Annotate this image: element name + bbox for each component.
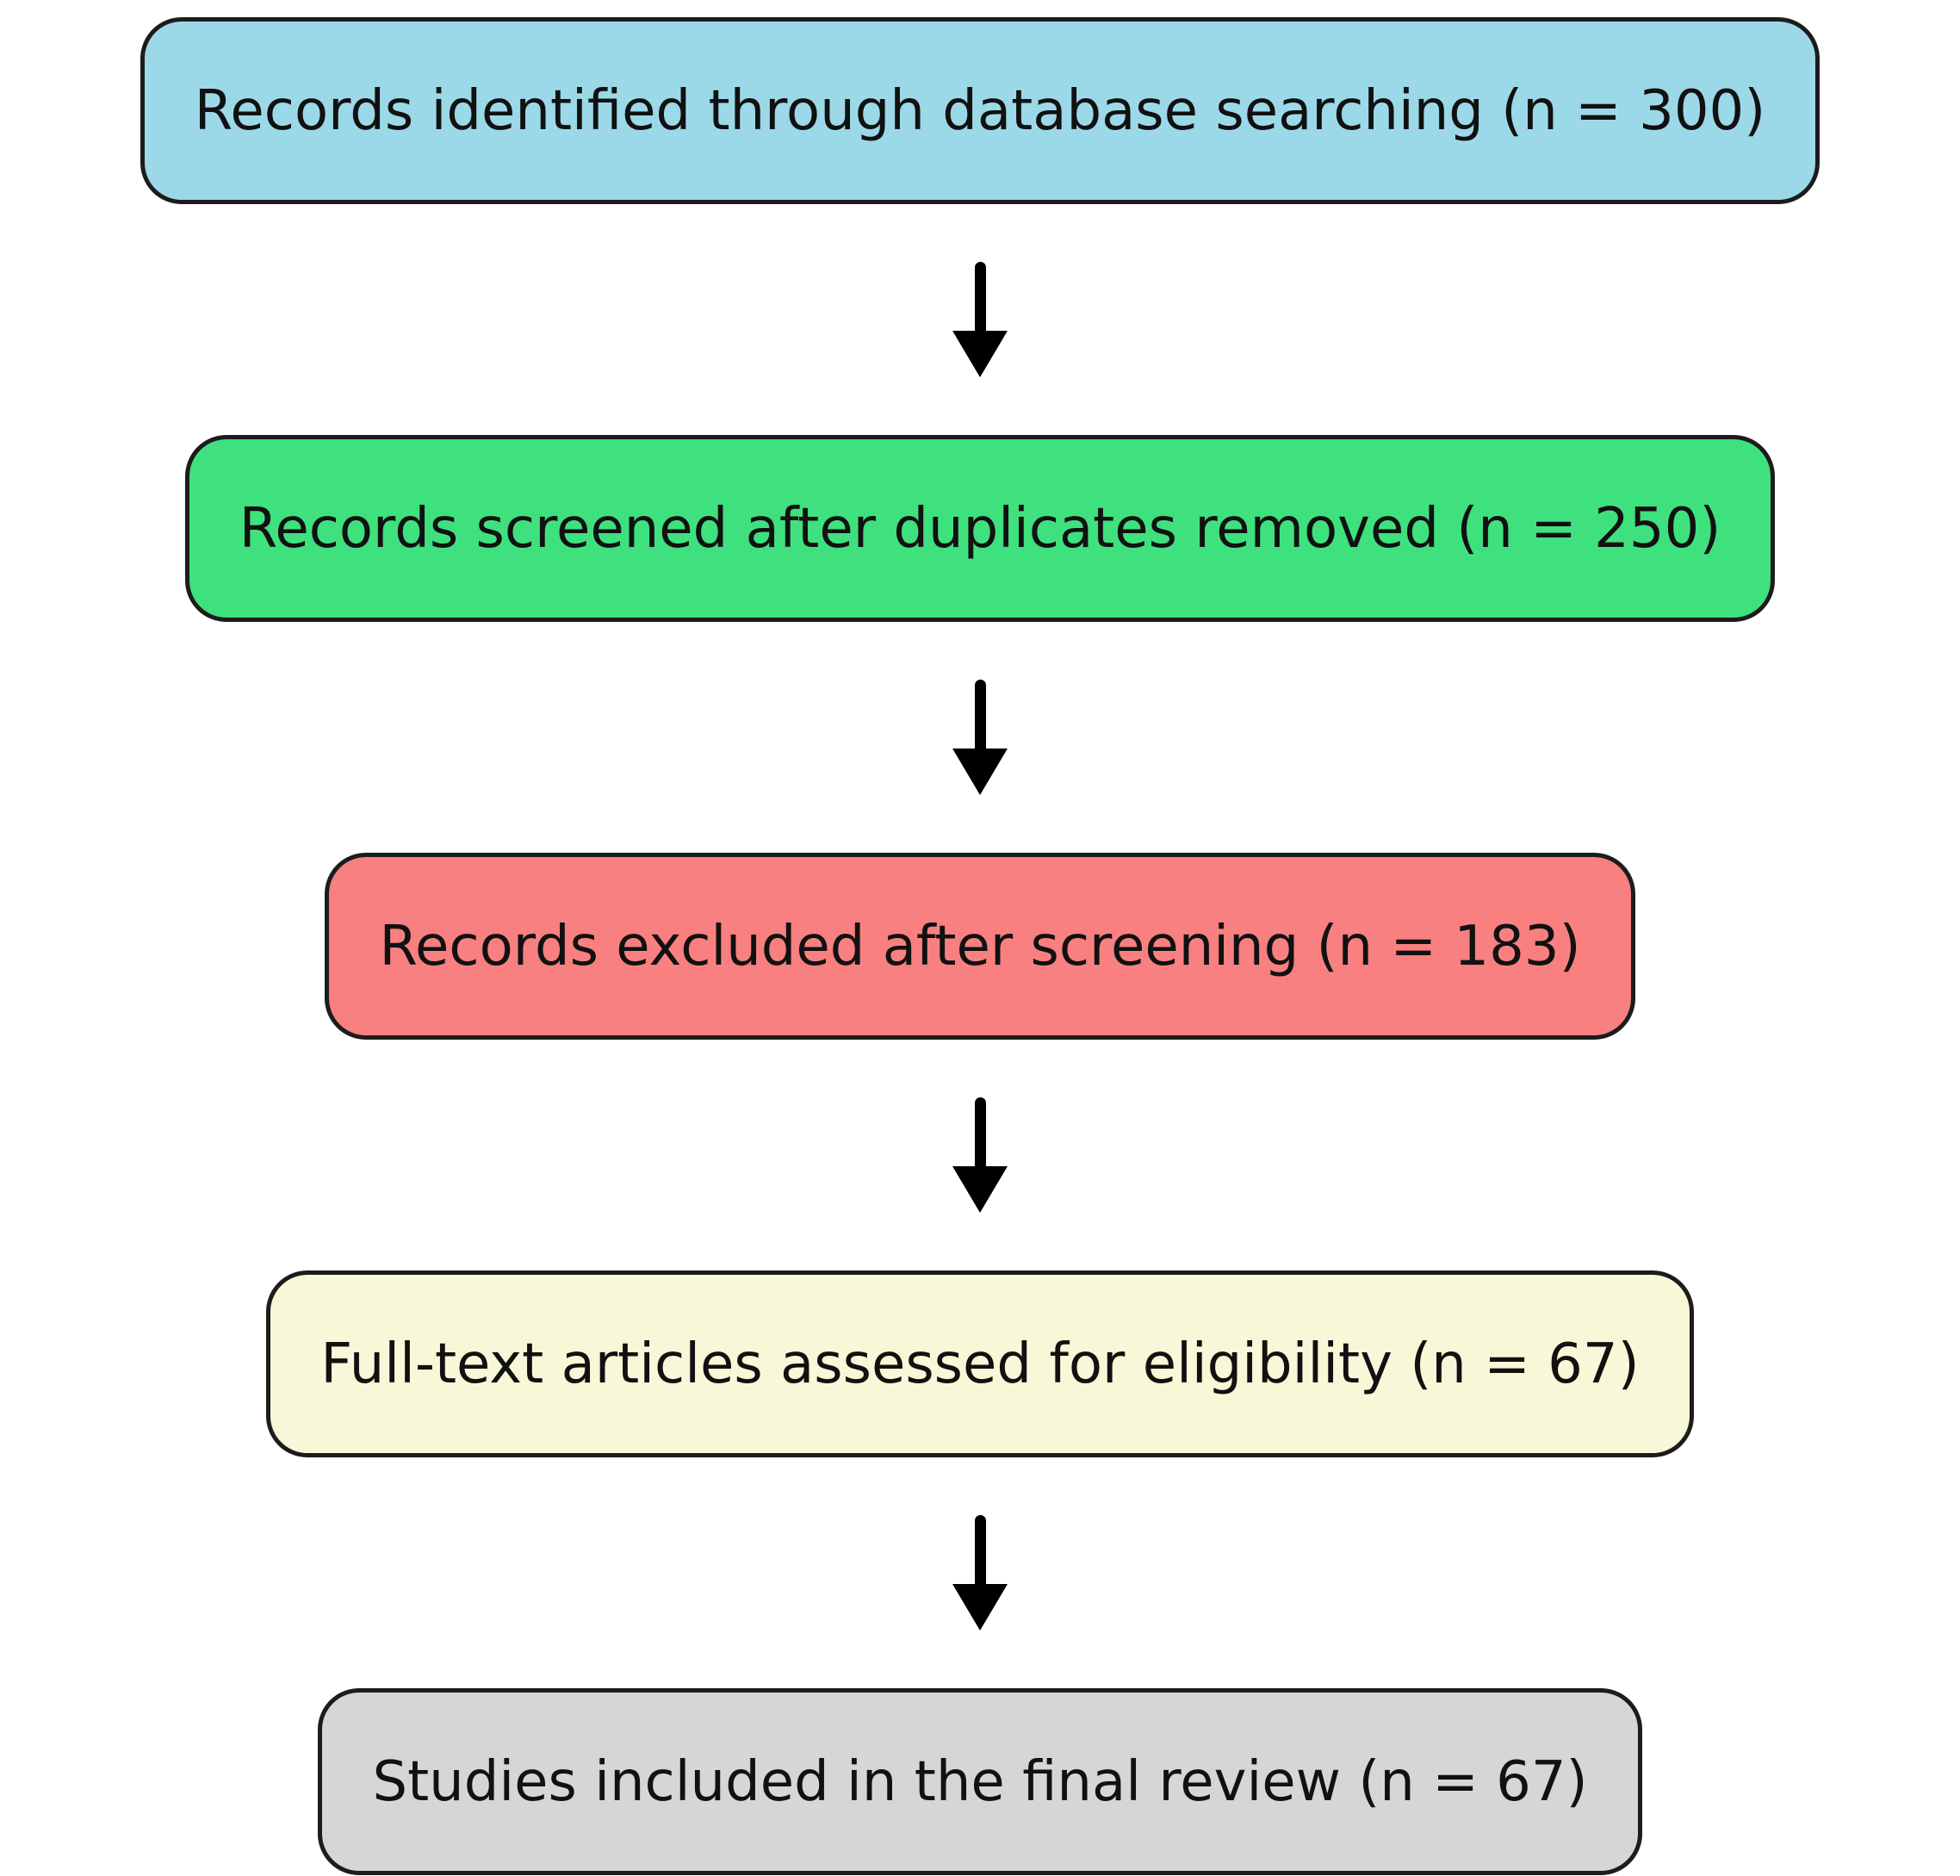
- arrow-stem: [974, 1515, 986, 1584]
- box-fulltext-assessed: Full-text articles assessed for eligibil…: [266, 1270, 1694, 1457]
- arrow-head: [952, 331, 1008, 377]
- arrow-stem: [974, 1097, 986, 1166]
- arrow-down-icon: [952, 622, 1008, 853]
- arrow-head: [952, 1584, 1008, 1631]
- arrow-down-icon: [952, 1040, 1008, 1270]
- arrow-stem: [974, 262, 986, 331]
- arrow-down-icon: [952, 1457, 1008, 1688]
- arrow-head: [952, 1166, 1008, 1213]
- arrow-stem: [974, 680, 986, 749]
- arrow-down-icon: [952, 204, 1008, 435]
- box-records-identified: Records identified through database sear…: [140, 17, 1820, 204]
- box-records-excluded: Records excluded after screening (n = 18…: [325, 853, 1635, 1040]
- arrow-head: [952, 749, 1008, 795]
- box-records-screened: Records screened after duplicates remove…: [184, 435, 1776, 622]
- box-studies-included: Studies included in the final review (n …: [318, 1688, 1642, 1875]
